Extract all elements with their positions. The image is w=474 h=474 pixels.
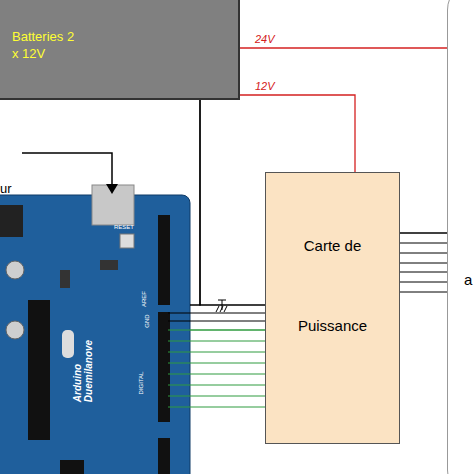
microcontroller-chip [28,300,50,440]
node-text: Carte de Puissance [298,206,367,366]
power-board: Carte de Puissance [265,172,400,444]
wire [240,95,355,172]
usb-link-line [22,153,112,186]
node-text: Batteries 2 x 12V [12,28,76,62]
node-text: Arduino Duemilanove [72,340,94,402]
signal-wires [168,313,265,321]
pin-label: DIGITAL [138,372,144,395]
voltage-label: 12V [255,80,275,92]
capacitor [6,261,24,279]
green-wire [168,330,190,331]
battery-box: Batteries 2 x 12V [0,0,240,100]
pin-label: AREF [141,291,147,307]
wire [190,100,200,305]
arduino-board [0,195,190,474]
node-text: a [464,271,472,288]
device-label: ur [0,181,12,196]
usb-connector [92,185,134,225]
wire [190,329,265,330]
pin-label: RESET [114,224,134,230]
reset-button [120,234,134,248]
wire [240,47,447,48]
output-wires [400,243,447,292]
arduino-board: Arduino Duemilanove [0,190,190,474]
pin-header [158,215,170,305]
pin-header [158,438,170,474]
actuator-shape: a [447,0,474,474]
icsp-header [60,460,84,474]
voltage-label: 24V [255,33,275,45]
arrow-head [106,184,118,194]
ground-symbol [216,300,227,312]
green-wires [168,341,265,407]
crystal [62,330,74,358]
pin-header [158,312,170,422]
pin-label: GND [144,314,150,327]
component [60,270,70,288]
wire [200,100,265,305]
power-jack [0,205,23,237]
wire [400,232,447,233]
capacitor [6,321,24,339]
component [100,260,118,270]
